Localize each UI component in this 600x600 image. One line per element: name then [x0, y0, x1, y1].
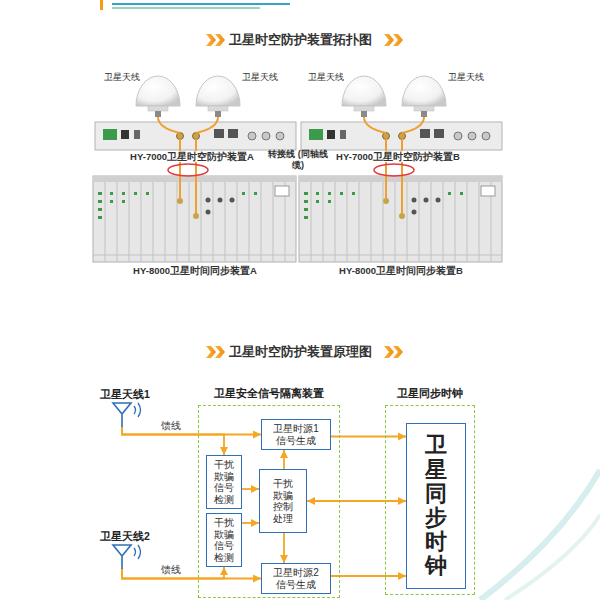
box-text: 干扰欺骗信号检测: [214, 459, 234, 505]
signal-connector: [307, 500, 406, 502]
antenna-label: 卫星天线: [242, 72, 278, 83]
rack-port: [206, 198, 211, 203]
antenna-cable: [196, 117, 218, 133]
antenna-cable: [158, 117, 180, 133]
clock-box: 卫星同步时钟: [406, 423, 466, 589]
box-text: 卫星时源1信号生成: [270, 423, 322, 446]
process-box: 干扰欺骗信号检测: [206, 455, 242, 509]
box-text: 干扰欺骗控制处理: [273, 478, 293, 524]
chevron: [215, 34, 225, 46]
network-port: [228, 129, 238, 138]
chevron: [384, 346, 394, 358]
cable-end: [177, 198, 183, 204]
device-group: 卫星安全信号隔离装置卫星时源1信号生成干扰欺骗信号检测干扰欺骗控制处理干扰欺骗信…: [198, 405, 340, 598]
antenna-dome: [136, 76, 180, 106]
chevron: [393, 346, 403, 358]
device-label: HY-7000卫星时空防护装置B: [334, 151, 462, 162]
chevron: [206, 34, 216, 46]
network-port: [214, 129, 224, 138]
device-label: HY-8000卫星时间同步装置B: [339, 265, 463, 276]
rack-port: [218, 198, 223, 203]
process-box: 卫星时源2信号生成: [261, 563, 331, 594]
dome-base: [148, 106, 168, 111]
corner-swoosh: [480, 470, 600, 600]
rack-port: [206, 210, 211, 215]
top-rule: [112, 7, 260, 9]
chevron: [206, 346, 216, 358]
antenna-icon: [113, 403, 131, 427]
antenna-label: 卫星天线: [308, 72, 344, 83]
device-unit: [299, 76, 502, 262]
signal-connector: [283, 533, 285, 563]
box-text: 卫星时源2信号生成: [270, 567, 322, 590]
radio-waves: [134, 403, 141, 417]
device-group: 卫星同步时钟卫星同步时钟: [385, 405, 475, 595]
rack-port: [230, 198, 235, 203]
highlight-ring: [168, 164, 208, 176]
antenna-symbol: 卫星天线2: [100, 530, 164, 569]
device-unit: [93, 76, 296, 262]
signal-connector: [331, 575, 406, 577]
rack-cards: [93, 182, 296, 262]
antenna-label: 卫星天线: [448, 72, 484, 83]
diagram-title: 卫星时空防护装置拓扑图: [229, 32, 372, 48]
antenna-label: 卫星天线: [104, 72, 140, 83]
antenna-dome: [196, 76, 240, 106]
process-box: 干扰欺骗控制处理: [259, 469, 307, 533]
chevron: [384, 34, 394, 46]
antenna-name: 卫星天线1: [100, 388, 164, 401]
signal-connector: [122, 569, 261, 579]
corner-swoosh: [505, 515, 600, 600]
signal-connector: [242, 522, 259, 524]
signal-connector: [242, 488, 259, 490]
bnc-port: [262, 132, 270, 140]
dome-connector: [215, 111, 221, 117]
chevron: [393, 34, 403, 46]
chevron: [215, 346, 225, 358]
antenna-port: [193, 133, 200, 140]
antenna-icon: [113, 545, 131, 569]
bnc-port: [276, 132, 284, 140]
panel-switch: [134, 130, 140, 139]
antenna-port: [177, 133, 184, 140]
dome-base: [208, 106, 228, 111]
device-label: HY-7000卫星时空防护装置A: [128, 151, 256, 162]
antenna-icon: [110, 543, 144, 569]
edge-label: 馈线: [160, 564, 182, 576]
antenna-symbol: 卫星天线1: [100, 388, 164, 427]
terminal-block: [103, 129, 117, 140]
dome-connector: [155, 111, 161, 117]
rack-leds: [98, 192, 257, 219]
device-label: HY-8000卫星时间同步装置A: [133, 265, 257, 276]
signal-connector: [283, 450, 285, 469]
cable-end: [193, 213, 199, 219]
process-box: 干扰欺骗信号检测: [206, 513, 242, 567]
top-accent: [100, 0, 103, 10]
box-text: 干扰欺骗信号检测: [214, 517, 234, 563]
rack: [93, 176, 296, 262]
bnc-port: [248, 132, 256, 140]
signal-connector: [122, 427, 261, 435]
clock-text: 卫星同步时钟: [425, 433, 447, 578]
top-rule: [112, 3, 290, 5]
antenna-name: 卫星天线2: [100, 530, 164, 543]
antenna-icon: [110, 401, 144, 427]
signal-connector: [331, 436, 406, 438]
rack-top: [93, 176, 296, 182]
cable-label: 转接线 (同轴线缆): [263, 149, 333, 171]
group-heading: 卫星安全信号隔离装置: [179, 387, 359, 400]
process-box: 卫星时源1信号生成: [261, 419, 331, 450]
group-heading: 卫星同步时钟: [366, 387, 494, 400]
panel-switch: [121, 130, 129, 139]
rack-tag: [275, 186, 289, 196]
radio-waves: [134, 545, 141, 559]
edge-label: 馈线: [160, 420, 182, 432]
section-title: 卫星时空防护装置原理图: [229, 344, 372, 360]
